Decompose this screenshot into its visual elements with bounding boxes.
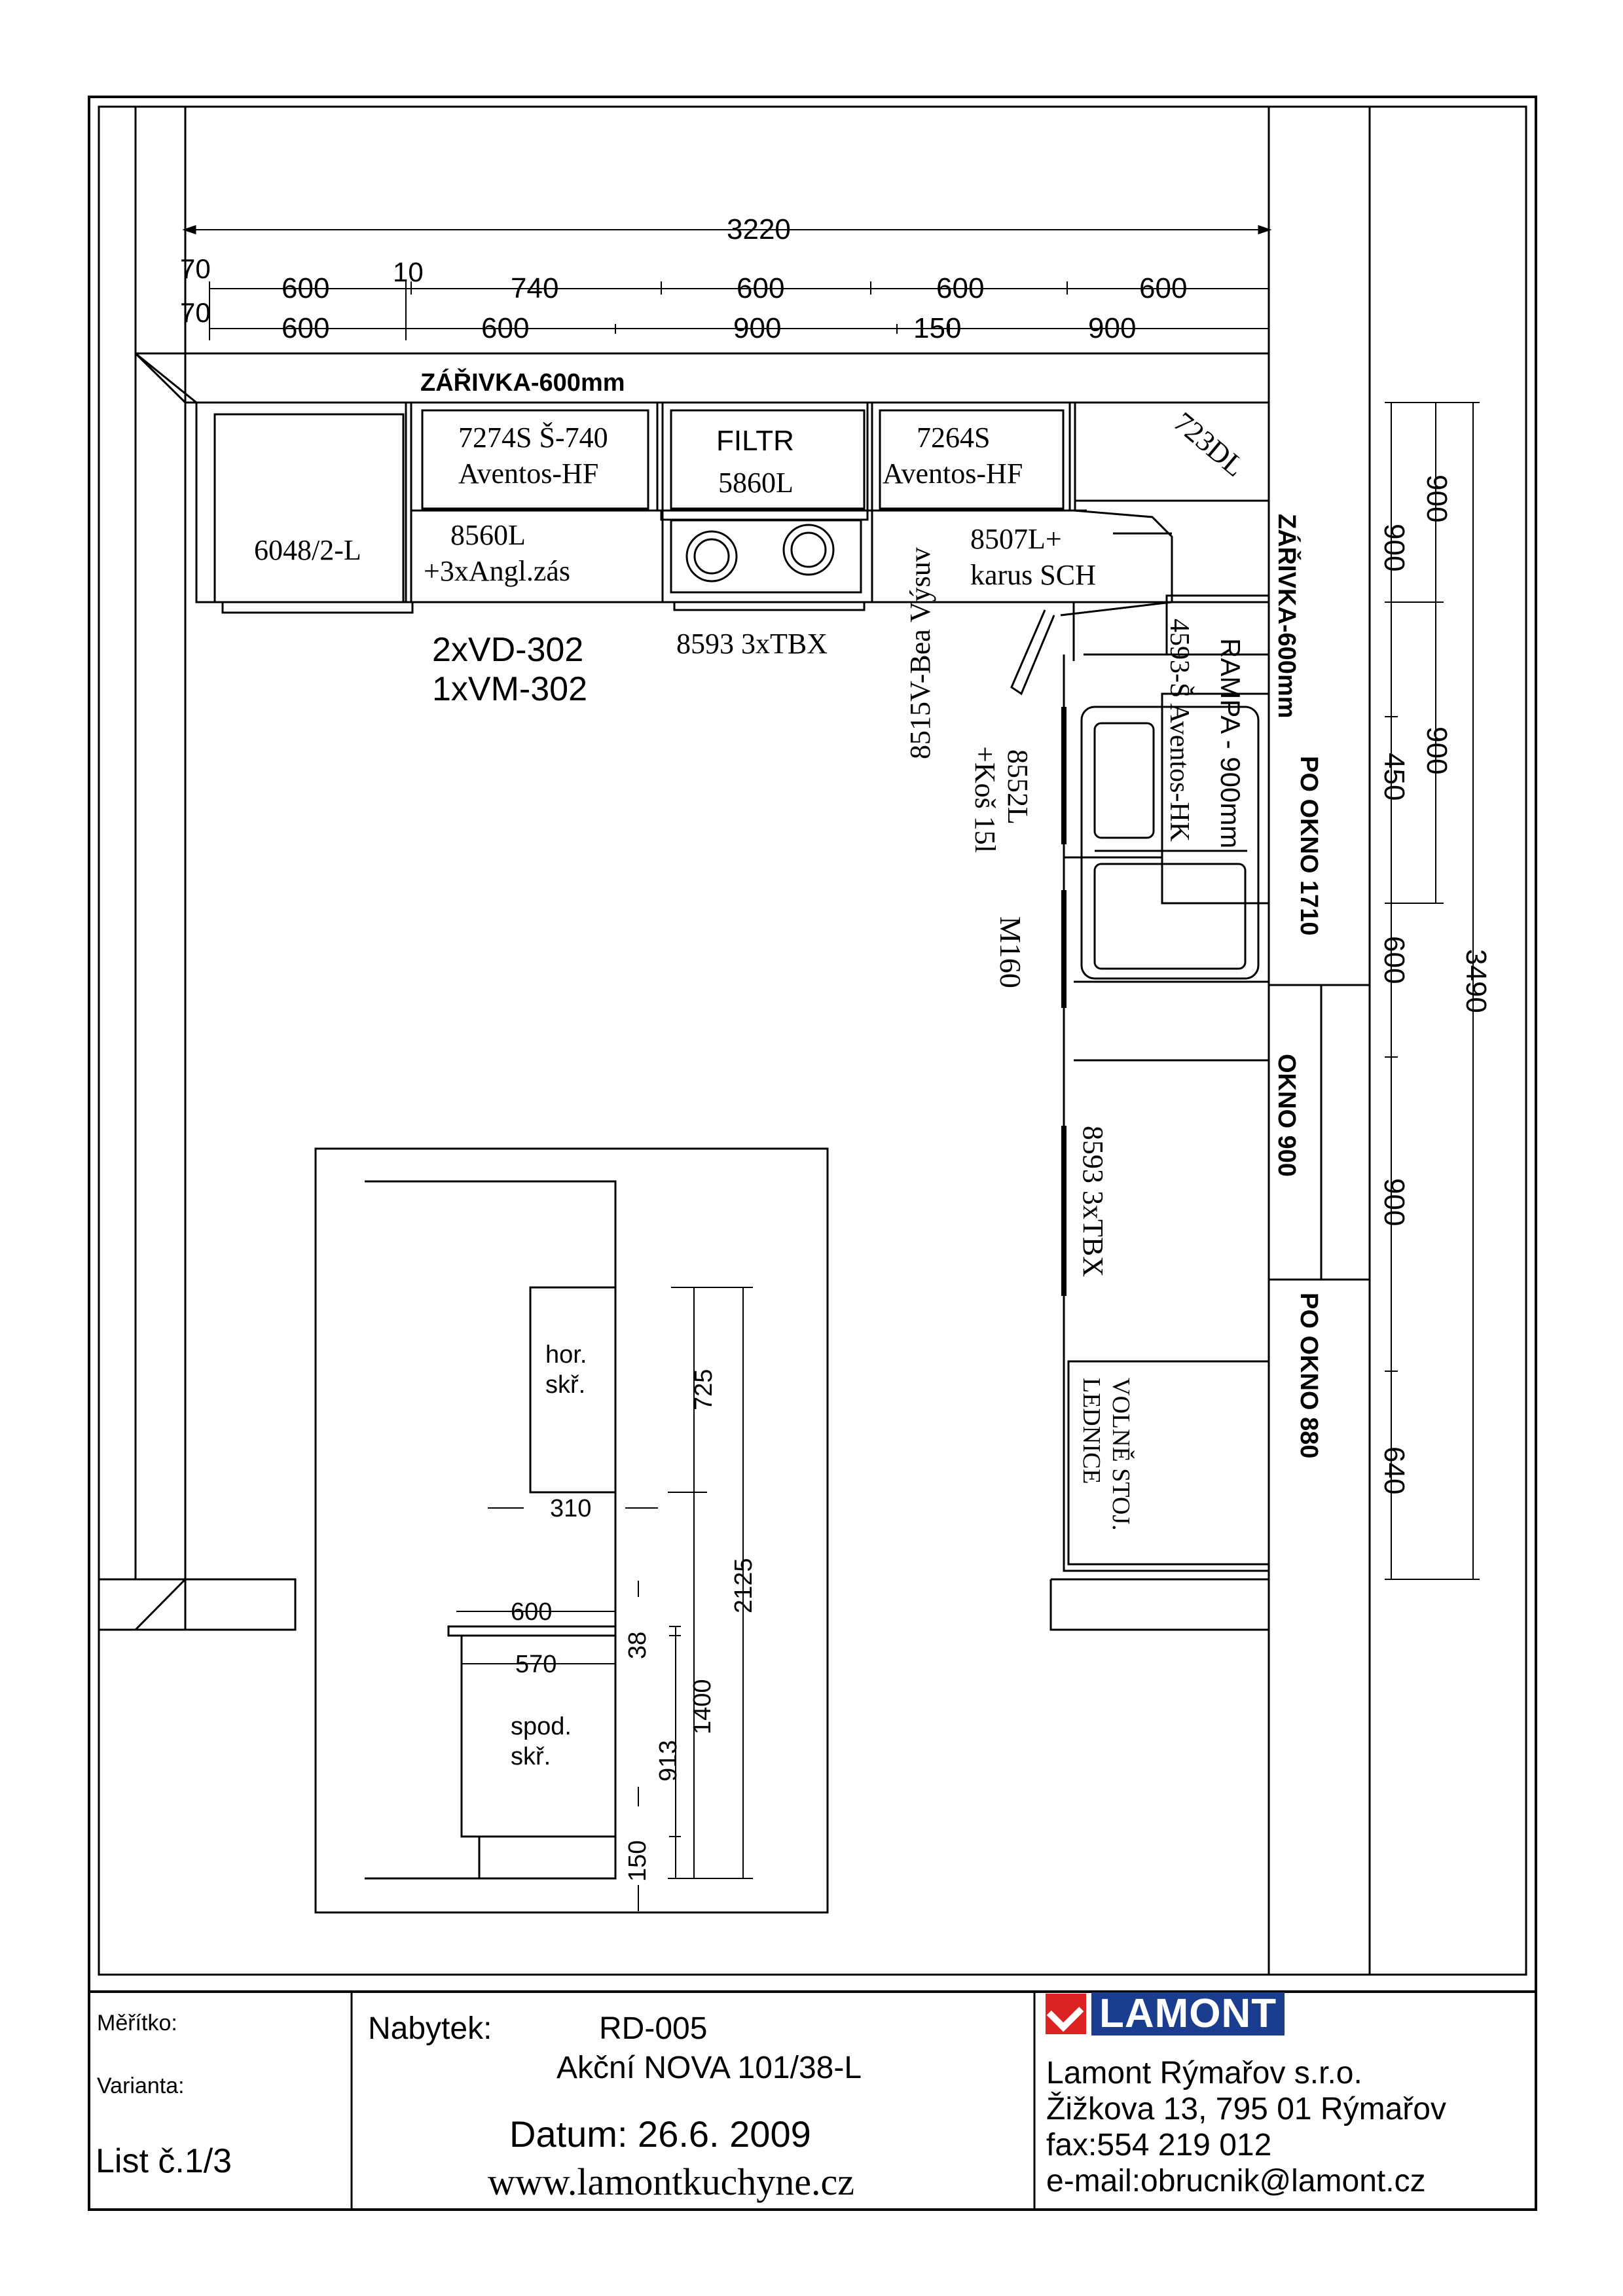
section-label: skř. — [511, 1743, 551, 1770]
company-email: e-mail:obrucnik@lamont.cz — [1046, 2164, 1426, 2198]
label-cabinet: +Koš 15l — [969, 746, 1001, 853]
label-cabinet: karus SCH — [970, 559, 1096, 591]
label-fridge: VOLNĚ STOJ. — [1107, 1378, 1135, 1531]
section-dim: 38 — [624, 1632, 651, 1659]
label-window: PO OKNO 880 — [1295, 1293, 1322, 1458]
dim-right: 900 — [1378, 524, 1410, 571]
checkmark-icon — [1046, 1994, 1086, 2034]
dim-right: 900 — [1378, 1178, 1410, 1226]
label-cabinet: 8560L — [450, 519, 526, 551]
label-rampa: RAMPA - 900mm — [1215, 638, 1246, 848]
company-fax: fax:554 219 012 — [1046, 2128, 1272, 2162]
label-cabinet: Aventos-HF — [883, 457, 1023, 490]
company-name: Lamont Rýmařov s.r.o. — [1046, 2056, 1362, 2090]
sink — [1080, 706, 1260, 980]
label-zarivka-top: ZÁŘIVKA-600mm — [420, 368, 625, 397]
label-cabinet: 8552L — [1002, 749, 1034, 825]
dim-right: 600 — [1378, 936, 1410, 984]
section-view-frame — [314, 1147, 829, 1914]
label-cabinet: 723DL — [1168, 406, 1251, 483]
dim-top: 600 — [481, 312, 529, 344]
section-label: skř. — [545, 1371, 585, 1399]
sheet-number: List č.1/3 — [96, 2142, 232, 2180]
section-dim: 2125 — [730, 1558, 757, 1613]
dim-right: 900 — [1421, 475, 1453, 522]
company-address: Žižkova 13, 795 01 Rýmařov — [1046, 2092, 1446, 2126]
label-cabinet: 7274S Š-740 — [458, 422, 608, 454]
dim-top: 600 — [936, 272, 984, 304]
section-dim: 310 — [550, 1495, 591, 1522]
label-cabinet: 7264S — [917, 422, 990, 454]
dim-left-offset: 70 — [180, 297, 211, 328]
label-appliance: 2xVD-302 — [432, 631, 583, 669]
website: www.lamontkuchyne.cz — [488, 2161, 854, 2203]
dim-right: 900 — [1421, 726, 1453, 774]
dim-top: 600 — [1139, 272, 1187, 304]
section-dim: 913 — [655, 1740, 682, 1782]
dim-total-right: 3490 — [1460, 949, 1492, 1013]
label-window: OKNO 900 — [1273, 1054, 1300, 1177]
label-filter-code: 5860L — [718, 467, 793, 499]
section-dim: 570 — [515, 1651, 556, 1678]
label-cabinet: 8515V-Bea Výsuv — [904, 547, 936, 759]
dim-left-offset: 70 — [180, 253, 211, 284]
dim-top: 900 — [733, 312, 781, 344]
label-cabinet: Aventos-HF — [458, 457, 598, 490]
label-zarivka-right: ZÁŘIVKA-600mm — [1273, 514, 1302, 719]
variant-label: Varianta: — [97, 2073, 185, 2098]
dim-total-top: 3220 — [727, 213, 791, 245]
dim-right: 640 — [1378, 1446, 1410, 1494]
label-cabinet: 8593 3xTBX — [1077, 1126, 1109, 1277]
label-cabinet: +3xAngl.zás — [424, 555, 570, 587]
scale-label: Měřítko: — [97, 2011, 177, 2036]
product-name: Akční NOVA 101/38-L — [556, 2051, 862, 2085]
section-label: hor. — [545, 1341, 587, 1369]
label-cabinet: 8507L+ — [970, 523, 1062, 555]
label-cabinet: 8593 3xTBX — [676, 628, 828, 660]
furniture-label: Nabytek: — [368, 2011, 492, 2046]
section-dim: 150 — [624, 1840, 651, 1882]
dim-top: 600 — [282, 272, 329, 304]
furniture-code: RD-005 — [599, 2011, 708, 2046]
label-window: PO OKNO 1710 — [1295, 756, 1322, 936]
label-appliance: 1xVM-302 — [432, 670, 587, 708]
date: Datum: 26.6. 2009 — [509, 2113, 811, 2155]
dim-top: 740 — [511, 272, 558, 304]
logo-text: LAMONT — [1091, 1992, 1285, 2036]
left-wall — [134, 105, 187, 1581]
dim-top: 900 — [1088, 312, 1136, 344]
dim-right: 450 — [1378, 753, 1410, 800]
section-label: spod. — [511, 1713, 572, 1740]
outer-frame — [88, 96, 1537, 2211]
label-m160: M160 — [994, 916, 1027, 988]
label-filter: FILTR — [716, 425, 794, 457]
dim-top: 10 — [393, 257, 424, 287]
label-cabinet: 4593-Š Aventos-HK — [1164, 619, 1195, 842]
dim-top: 600 — [737, 272, 784, 304]
label-cabinet: 6048/2-L — [254, 534, 361, 566]
dim-top: 600 — [282, 312, 329, 344]
section-dim: 725 — [690, 1369, 718, 1410]
dim-top: 150 — [913, 312, 961, 344]
inner-frame — [98, 105, 1527, 1976]
label-fridge: LEDNICE — [1078, 1378, 1105, 1484]
section-dim: 600 — [511, 1598, 552, 1626]
lamont-logo: LAMONT — [1046, 1991, 1285, 2037]
section-dim: 1400 — [689, 1679, 716, 1734]
